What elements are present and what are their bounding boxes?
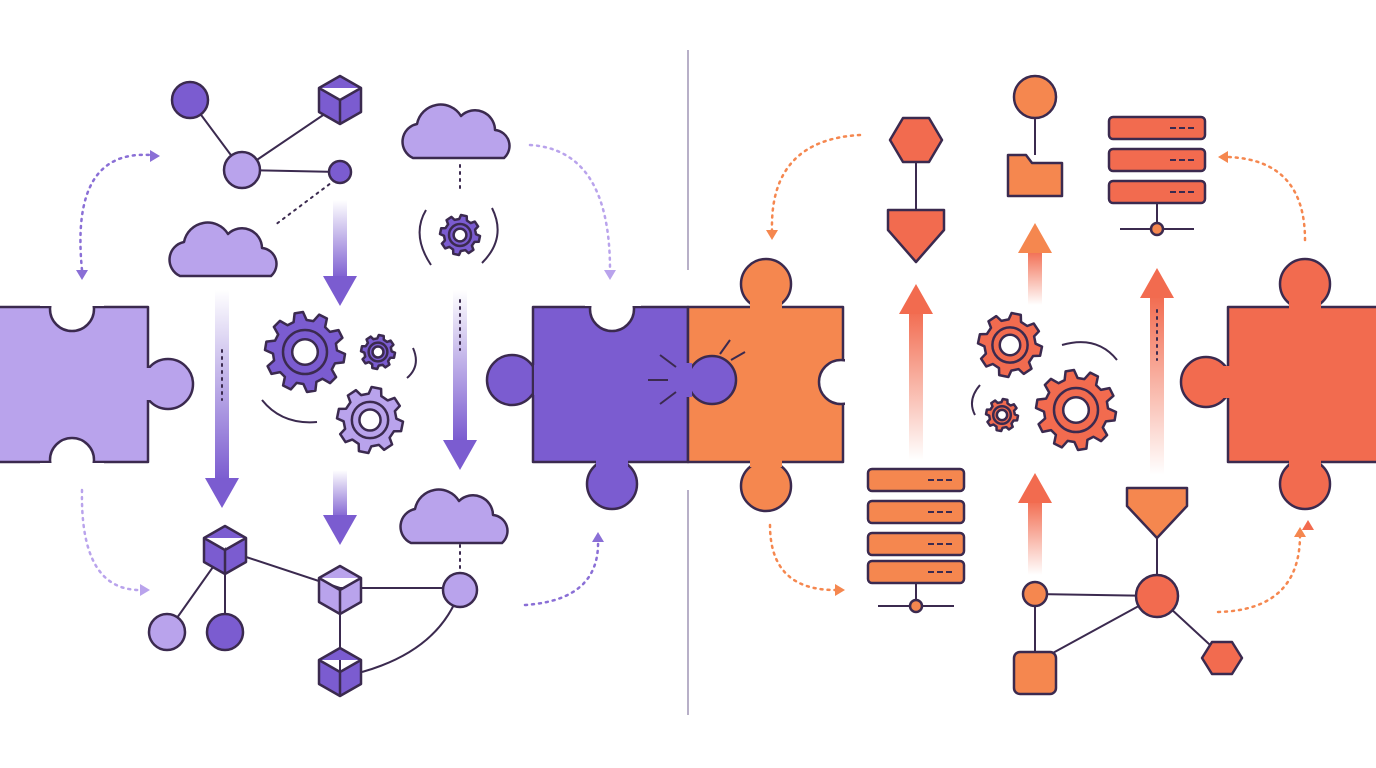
dotted-arrow [80,488,142,592]
gear-icon [976,311,1044,379]
gear-icon [359,333,397,371]
puzzle-piece-icon [0,270,195,493]
gear-icon [1034,368,1118,452]
dotted-arrow [79,153,152,272]
network-graph-icon [1012,486,1244,696]
server-rack-icon [866,467,966,614]
puzzle-piece-icon [648,257,865,513]
dotted-arrow [528,143,612,272]
gear-icon [335,385,405,455]
gear-icon [984,397,1020,433]
dotted-arrow [523,538,600,607]
puzzle-piece-icon [1179,257,1376,511]
arrow-down-icon [323,200,357,306]
dotted-arrow [1216,533,1302,614]
arrow-up-icon [1140,268,1174,475]
arrow-down-icon [443,290,477,470]
gear-cluster [263,213,1118,455]
arrow-down-icon [323,470,357,545]
network-graph-icon [147,524,479,698]
location-node-icon [1012,74,1058,155]
arrow-up-icon [1018,473,1052,575]
dotted-arrow [1226,155,1307,242]
gear-icon [438,213,482,257]
cloud-icon [401,103,511,160]
hexagon-icon [888,116,944,164]
server-rack-icon [1107,115,1207,237]
gear-icon [263,310,347,394]
pentagon-marker-icon [886,208,946,264]
puzzle-piece-icon [485,280,690,511]
cloud-icon [168,221,278,278]
cloud-icon [399,488,509,545]
dotted-arrow [770,133,862,232]
network-graph-icon [170,74,363,226]
folder-icon [1006,153,1064,198]
dotted-arrow [768,523,837,592]
arrow-up-icon [899,284,933,460]
arrow-up-icon [1018,223,1052,305]
